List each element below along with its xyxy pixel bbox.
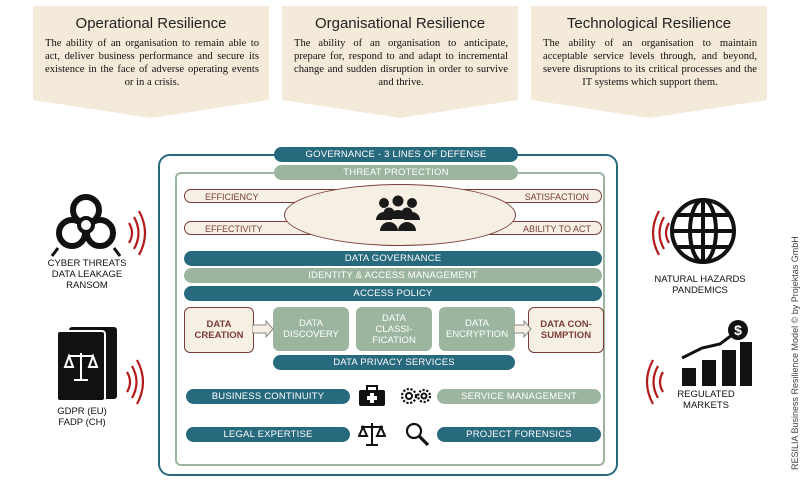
signal-waves-left-icon [645, 359, 664, 405]
gears-icon [400, 387, 432, 405]
data-encryption-box: DATA ENCRYPTION [439, 307, 515, 351]
magnifier-icon [405, 422, 430, 447]
banner-text: The ability of an organisation to remain… [45, 38, 259, 88]
scales-icon [358, 423, 386, 446]
banner-operational: Operational Resilience The ability of an… [33, 6, 269, 118]
banner-shape [282, 6, 518, 118]
service-management-bar: SERVICE MANAGEMENT [437, 389, 601, 404]
banner-organisational: Organisational Resilience The ability of… [282, 6, 518, 118]
first-aid-kit-icon [359, 385, 385, 406]
team-icon [376, 195, 420, 231]
data-creation-box: DATA CREATION [184, 307, 254, 353]
data-governance-bar: DATA GOVERNANCE [184, 251, 602, 266]
business-continuity-bar: BUSINESS CONTINUITY [186, 389, 350, 404]
law-book-icon [56, 327, 117, 401]
ability-to-act-label: ABILITY TO ACT [522, 224, 591, 234]
signal-waves-left-icon [651, 210, 670, 256]
signal-waves-icon [128, 210, 147, 256]
threat-protection-bar: THREAT PROTECTION [274, 165, 518, 180]
globe-icon [670, 198, 736, 264]
regulation-label: GDPR (EU) FADP (CH) [57, 406, 107, 428]
flow-arrow-out [514, 320, 532, 338]
identity-access-bar: IDENTITY & ACCESS MANAGEMENT [184, 268, 602, 283]
signal-waves-icon [126, 359, 145, 405]
banner-technological: Technological Resilience The ability of … [531, 6, 767, 118]
flow-arrow-in [252, 320, 274, 338]
data-consumption-box: DATA CON- SUMPTION [528, 307, 604, 353]
data-encryption-label: DATA ENCRYPTION [445, 318, 509, 340]
threats-label: CYBER THREATS DATA LEAKAGE RANSOM [47, 258, 127, 291]
effectivity-label: EFFECTIVITY [205, 224, 263, 234]
banner-text: The ability of an organisation to mainta… [543, 38, 757, 88]
data-privacy-bar: DATA PRIVACY SERVICES [273, 355, 515, 370]
data-discovery-box: DATA DISCOVERY [273, 307, 349, 351]
banner-title: Organisational Resilience [314, 15, 486, 32]
markets-label: REGULATED MARKETS [677, 389, 735, 411]
banner-shape [33, 6, 269, 118]
banner-text: The ability of an organisation to antici… [294, 38, 508, 88]
biohazard-icon [50, 194, 122, 257]
credit-text: RESILIA Business Resilience Model © by P… [790, 236, 800, 470]
project-forensics-bar: PROJECT FORENSICS [437, 427, 601, 442]
satisfaction-label: SATISFACTION [524, 192, 589, 202]
legal-expertise-bar: LEGAL EXPERTISE [186, 427, 350, 442]
access-policy-bar: ACCESS POLICY [184, 286, 602, 301]
dollar-symbol: $ [734, 322, 742, 338]
data-classification-label: DATA CLASSI- FICATION [372, 312, 416, 346]
people-ellipse [284, 184, 516, 246]
growth-chart-icon: $ [681, 320, 752, 386]
hazards-label: NATURAL HAZARDS PANDEMICS [654, 274, 746, 296]
governance-bar: GOVERNANCE - 3 LINES OF DEFENSE [274, 147, 518, 162]
efficiency-label: EFFICIENCY [205, 192, 259, 202]
data-consumption-label: DATA CON- SUMPTION [540, 319, 592, 341]
data-creation-label: DATA CREATION [194, 319, 244, 341]
banner-shape [531, 6, 767, 118]
data-classification-box: DATA CLASSI- FICATION [356, 307, 432, 351]
data-discovery-label: DATA DISCOVERY [283, 318, 339, 340]
banner-title: Technological Resilience [566, 15, 732, 32]
banner-title: Operational Resilience [75, 15, 227, 32]
